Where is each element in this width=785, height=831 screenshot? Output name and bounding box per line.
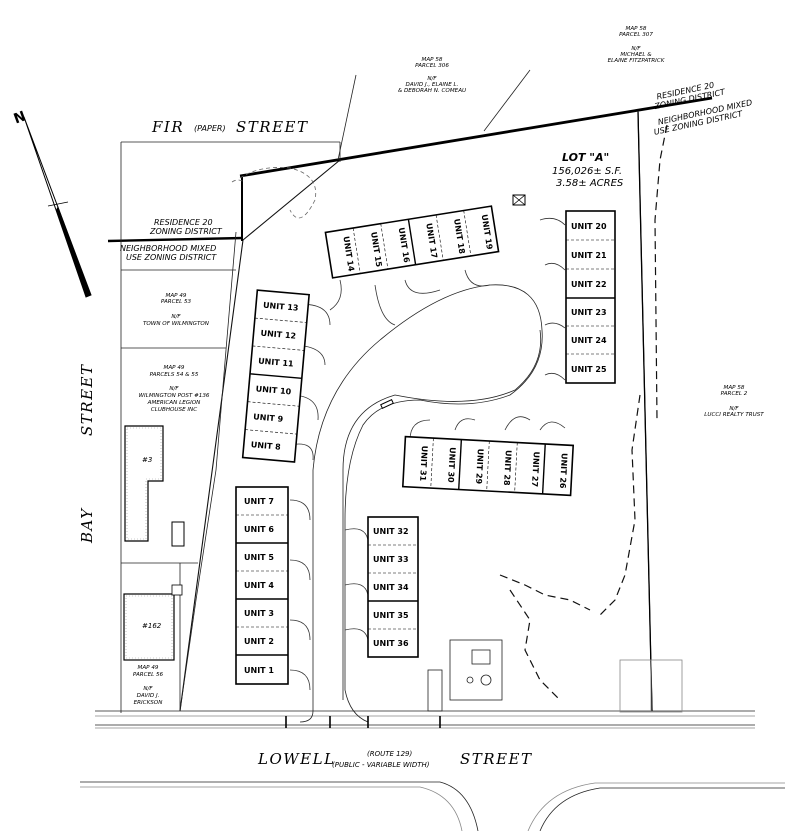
unit-27: UNIT 27 — [530, 451, 541, 487]
abutter-306-l5: & DEBORAH N. COMEAU — [398, 88, 466, 94]
unit-32: UNIT 32 — [373, 527, 409, 536]
fir-street-paper: (PAPER) — [194, 124, 226, 133]
abutter-53-l2: PARCEL 53 — [161, 299, 192, 305]
unit-12: UNIT 12 — [260, 329, 296, 341]
abutter-54-l5: AMERICAN LEGION — [147, 400, 201, 406]
abutter-307-l4: MICHAEL & — [620, 52, 652, 58]
unit-20: UNIT 20 — [571, 222, 607, 231]
lowell-street-name: LOWELL — [257, 750, 336, 768]
building-units-32-36: UNIT 32 UNIT 33 UNIT 34 UNIT 35 UNIT 36 — [367, 516, 419, 658]
house-number-162: #162 — [142, 622, 162, 630]
unit-22: UNIT 22 — [571, 280, 607, 289]
unit-34: UNIT 34 — [373, 583, 409, 592]
abutter-2-l1: MAP 58 — [724, 385, 745, 391]
abutter-53-l4: TOWN OF WILMINGTON — [143, 321, 210, 327]
abutter-2-l2: PARCEL 2 — [721, 391, 748, 397]
zoning-left-line2: ZONING DISTRICT — [149, 227, 223, 236]
abutter-306-l2: PARCEL 306 — [415, 63, 449, 69]
unit-28: UNIT 28 — [502, 450, 513, 486]
abutter-54-l3: N/F — [169, 386, 179, 392]
abutter-54-l2: PARCELS 54 & 55 — [150, 372, 199, 378]
abutter-56-l3: N/F — [143, 686, 153, 692]
abutter-54-l4: WILMINGTON POST #136 — [139, 393, 210, 399]
unit-13: UNIT 13 — [263, 301, 299, 313]
building-units-20-25: UNIT 20 UNIT 21 UNIT 22 UNIT 23 UNIT 24 … — [565, 210, 616, 384]
zoning-left-line3: NEIGHBORHOOD MIXED — [120, 244, 216, 253]
north-label: N — [12, 109, 28, 128]
unit-7: UNIT 7 — [244, 497, 274, 506]
abutter-2-l3: N/F — [729, 406, 739, 412]
abutter-53-l1: MAP 49 — [166, 293, 187, 299]
lot-area-sf: 156,026± S.F. — [552, 166, 622, 177]
unit-33: UNIT 33 — [373, 555, 409, 564]
unit-29: UNIT 29 — [474, 448, 485, 484]
unit-36: UNIT 36 — [373, 639, 409, 648]
abutter-2-l4: LUCCI REALTY TRUST — [704, 412, 764, 418]
house-number-3: #3 — [142, 456, 152, 464]
abutter-306-l4: DAVID J., ELAINE L. — [406, 82, 459, 88]
lowell-street-suffix: STREET — [460, 750, 532, 768]
driveway — [285, 284, 543, 728]
abutter-54-l1: MAP 49 — [164, 365, 185, 371]
abutter-54-l6: CLUBHOUSE INC — [151, 407, 197, 413]
abutter-306-l3: N/F — [427, 76, 437, 82]
unit-31: UNIT 31 — [418, 445, 429, 481]
unit-6: UNIT 6 — [244, 525, 274, 534]
unit-10: UNIT 10 — [255, 384, 292, 396]
abutter-307-l1: MAP 58 — [626, 26, 647, 32]
abutter-307-l5: ELAINE FITZPATRICK — [608, 58, 666, 64]
unit-21: UNIT 21 — [571, 251, 607, 260]
zoning-left-line4: USE ZONING DISTRICT — [126, 253, 217, 262]
unit-35: UNIT 35 — [373, 611, 409, 620]
unit-23: UNIT 23 — [571, 308, 607, 317]
building-units-13-8: UNIT 13 UNIT 12 UNIT 11 UNIT 10 UNIT 9 U… — [241, 289, 310, 463]
unit-1: UNIT 1 — [244, 666, 274, 675]
lot-boundary — [107, 69, 713, 713]
abutter-56-l1: MAP 49 — [138, 665, 159, 671]
tree-line — [231, 124, 668, 701]
fir-street-name: FIR — [151, 118, 184, 136]
unit-24: UNIT 24 — [571, 336, 607, 345]
abutter-buildings: #3 #162 — [123, 425, 185, 661]
bay-street-name: BAY — [78, 507, 96, 544]
abutter-56-l4: DAVID J. — [137, 693, 160, 699]
abutter-307-l2: PARCEL 307 — [619, 32, 653, 38]
lowell-width: (PUBLIC - VARIABLE WIDTH) — [332, 761, 430, 769]
unit-30: UNIT 30 — [446, 447, 457, 483]
abutter-307-l3: N/F — [631, 46, 641, 52]
lowell-route: (ROUTE 129) — [367, 750, 413, 758]
unit-4: UNIT 4 — [244, 581, 274, 590]
unit-8: UNIT 8 — [250, 440, 281, 452]
abutter-56-l5: ERICKSON — [134, 700, 164, 706]
lowell-street-road — [80, 710, 785, 831]
unit-11: UNIT 11 — [258, 356, 295, 368]
north-arrow-icon: N — [12, 109, 92, 298]
lot-name: LOT "A" — [562, 151, 609, 164]
fir-street-suffix: STREET — [236, 118, 308, 136]
bay-street-suffix: STREET — [78, 364, 96, 436]
lot-area-acres: 3.58± ACRES — [556, 178, 624, 189]
street-labels: FIR (PAPER) STREET BAY STREET LOWELL (RO… — [78, 118, 532, 769]
building-units-7-1: UNIT 7 UNIT 6 UNIT 5 UNIT 4 UNIT 3 UNIT … — [235, 486, 289, 685]
unit-26: UNIT 26 — [558, 453, 569, 489]
building-units-14-19: UNIT 14 UNIT 15 UNIT 16 UNIT 17 UNIT 18 … — [324, 205, 500, 279]
abutter-306-l1: MAP 58 — [422, 57, 443, 63]
unit-9: UNIT 9 — [253, 412, 284, 424]
unit-5: UNIT 5 — [244, 553, 274, 562]
site-features — [427, 194, 683, 713]
unit-3: UNIT 3 — [244, 609, 274, 618]
abutter-56-l2: PARCEL 56 — [133, 672, 164, 678]
zoning-left-line1: RESIDENCE 20 — [154, 218, 213, 227]
building-units-31-26: UNIT 31 UNIT 30 UNIT 29 UNIT 28 UNIT 27 … — [401, 435, 575, 497]
lot-label: LOT "A" 156,026± S.F. 3.58± ACRES — [552, 151, 624, 189]
abutter-labels: MAP 58 PARCEL 306 N/F DAVID J., ELAINE L… — [133, 26, 764, 706]
unit-2: UNIT 2 — [244, 637, 274, 646]
abutter-53-l3: N/F — [171, 314, 181, 320]
unit-25: UNIT 25 — [571, 365, 607, 374]
